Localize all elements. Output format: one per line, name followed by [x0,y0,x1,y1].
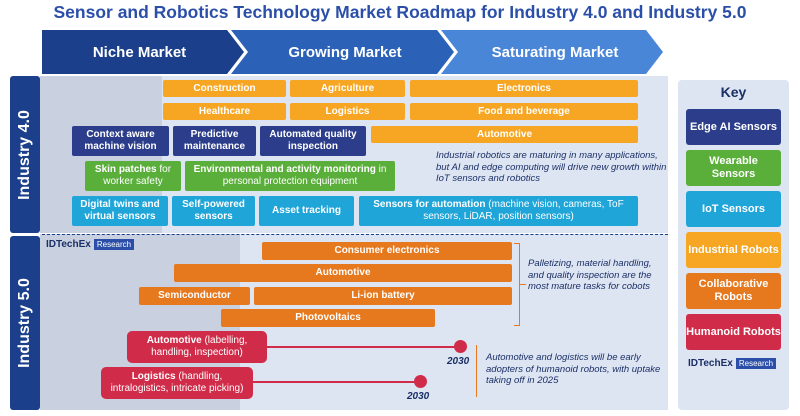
box-humanoid-automotive: Automotive (labelling, handling, inspect… [127,331,267,363]
logistics-timeline [253,381,421,383]
key-edge-ai: Edge AI Sensors [686,109,781,145]
stage-growing: Growing Market [288,43,402,61]
box-environmental-monitoring: Environmental and activity monitoring in… [185,161,395,191]
key-collaborative-robots: Collaborative Robots [686,273,781,309]
box-electronics: Electronics [410,80,638,97]
box-context-aware-vision: Context aware machine vision [72,126,169,156]
humanoid-bracket [476,345,477,397]
industry-40-label: Industry 4.0 [10,76,40,233]
automotive-timeline [267,346,461,348]
saturating-market-arrow [441,30,663,74]
box-digital-twins: Digital twins and virtual sensors [72,196,168,226]
logistics-2030-marker [414,375,427,388]
key-industrial-robots: Industrial Robots [686,232,781,268]
box-agriculture: Agriculture [290,80,405,97]
box-predictive-maintenance: Predictive maintenance [173,126,256,156]
niche-market-arrow [42,30,244,74]
row-divider [42,234,668,235]
industry-40-note: Industrial robotics are maturing in many… [436,150,667,184]
box-photovoltaics: Photovoltaics [221,309,435,327]
box-skin-patches: Skin patches for worker safety [85,161,181,191]
logistics-year: 2030 [407,391,430,402]
key-title: Key [720,84,747,100]
box-liion-battery: Li-ion battery [254,287,512,305]
key-iot: IoT Sensors [686,191,781,227]
key-wearable: Wearable Sensors [686,150,781,186]
box-automotive-50: Automotive [174,264,512,282]
stage-saturating: Saturating Market [491,43,619,61]
box-self-powered: Self-powered sensors [172,196,255,226]
automotive-year: 2030 [447,356,470,367]
stage-niche: Niche Market [92,43,187,61]
box-consumer-electronics: Consumer electronics [262,242,512,260]
box-humanoid-logistics: Logistics (handling, intralogistics, int… [101,367,253,399]
key-humanoid-robots: Humanoid Robots [686,314,781,350]
cobot-bracket [514,243,520,326]
automotive-2030-marker [454,340,467,353]
cobot-note: Palletizing, material handling, and qual… [528,258,652,292]
box-automotive-40: Automotive [371,126,638,143]
box-semiconductor: Semiconductor [139,287,250,305]
growing-market-arrow [231,30,454,74]
market-stage-banner [42,30,663,74]
cobot-bracket-tick [520,284,526,285]
box-logistics: Logistics [290,103,405,120]
humanoid-note: Automotive and logistics will be early a… [486,352,661,386]
box-food-beverage: Food and beverage [410,103,638,120]
box-quality-inspection: Automated quality inspection [260,126,366,156]
box-construction: Construction [163,80,286,97]
box-sensors-automation: Sensors for automation (machine vision, … [359,196,638,226]
box-asset-tracking: Asset tracking [259,196,354,226]
page-title: Sensor and Robotics Technology Market Ro… [53,2,747,22]
box-healthcare: Healthcare [163,103,286,120]
industry-50-label: Industry 5.0 [10,236,40,410]
